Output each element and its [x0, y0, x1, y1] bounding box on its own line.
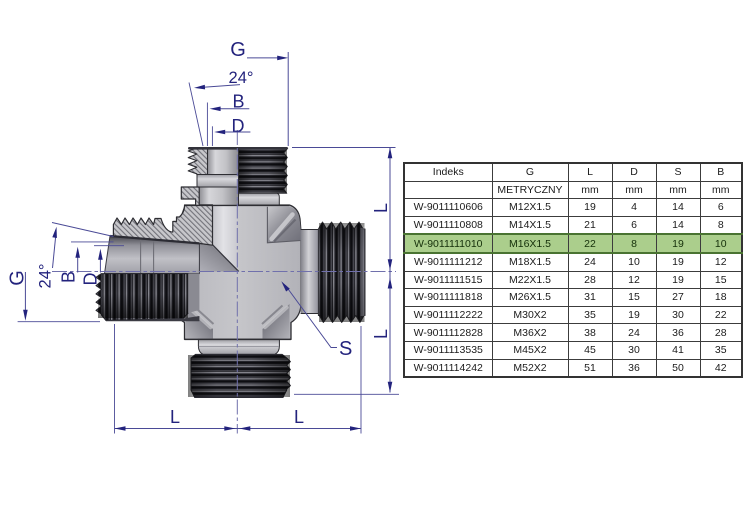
svg-text:24°: 24°	[37, 264, 55, 289]
svg-text:D: D	[81, 273, 101, 286]
svg-text:D: D	[232, 116, 245, 136]
svg-text:S: S	[339, 338, 352, 360]
svg-text:B: B	[232, 92, 244, 112]
svg-text:G: G	[7, 270, 29, 286]
svg-text:24°: 24°	[229, 69, 254, 87]
svg-text:G: G	[230, 39, 246, 61]
svg-text:L: L	[170, 407, 180, 427]
svg-text:B: B	[59, 271, 79, 283]
svg-text:L: L	[371, 203, 391, 213]
svg-text:L: L	[294, 407, 304, 427]
svg-text:L: L	[371, 329, 391, 339]
